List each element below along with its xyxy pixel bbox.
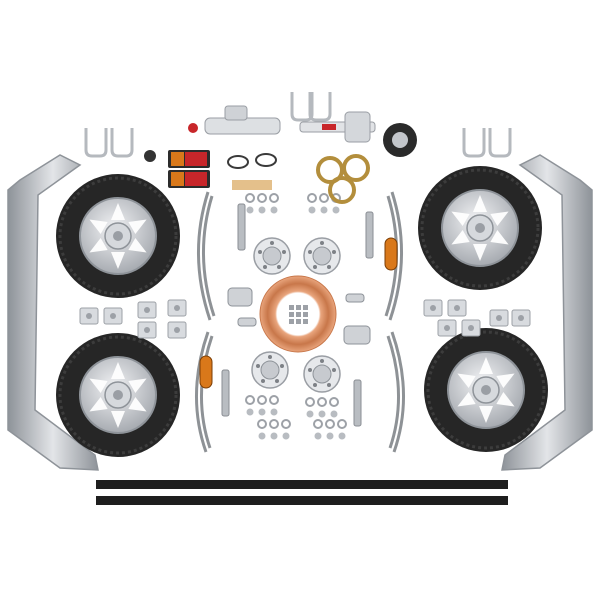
wiring-cables — [227, 153, 277, 169]
leaf-spring-1 — [197, 191, 212, 321]
mudguard-left — [7, 154, 99, 471]
brake-calipers — [227, 287, 371, 345]
bolt-set-top — [232, 180, 341, 215]
tail-lights — [168, 150, 210, 188]
hub-3 — [251, 351, 289, 389]
hub-4 — [303, 355, 341, 393]
stub-axles — [221, 203, 374, 427]
mudguard-right — [501, 154, 593, 471]
u-bolts-right — [462, 126, 512, 158]
amber-reflectors — [199, 237, 398, 389]
spring-hangers-right — [423, 299, 531, 337]
axle-bar-bottom — [96, 496, 508, 505]
axle-bars — [96, 480, 508, 505]
wheel-bottom-right — [422, 326, 550, 454]
plug-icon — [144, 150, 156, 162]
jockey-wheel — [299, 111, 417, 157]
wheel-bottom-left — [54, 331, 182, 459]
u-bolts-center — [290, 90, 332, 122]
bolt-set-bottom — [245, 395, 347, 441]
brake-line-coil — [259, 275, 337, 353]
wheel-top-right — [416, 164, 544, 292]
spring-hangers-left — [79, 299, 187, 339]
leaf-spring-4 — [390, 331, 405, 453]
brake-shoes — [316, 154, 370, 204]
axle-bar-top — [96, 480, 508, 489]
leaf-springs — [195, 191, 405, 453]
u-bolts-left — [84, 126, 134, 158]
leaf-spring-3 — [195, 331, 210, 453]
hub-1 — [253, 237, 291, 275]
tow-coupling — [188, 105, 281, 135]
hub-2 — [303, 237, 341, 275]
wheel-top-left — [54, 172, 182, 300]
leaf-spring-2 — [388, 191, 403, 321]
